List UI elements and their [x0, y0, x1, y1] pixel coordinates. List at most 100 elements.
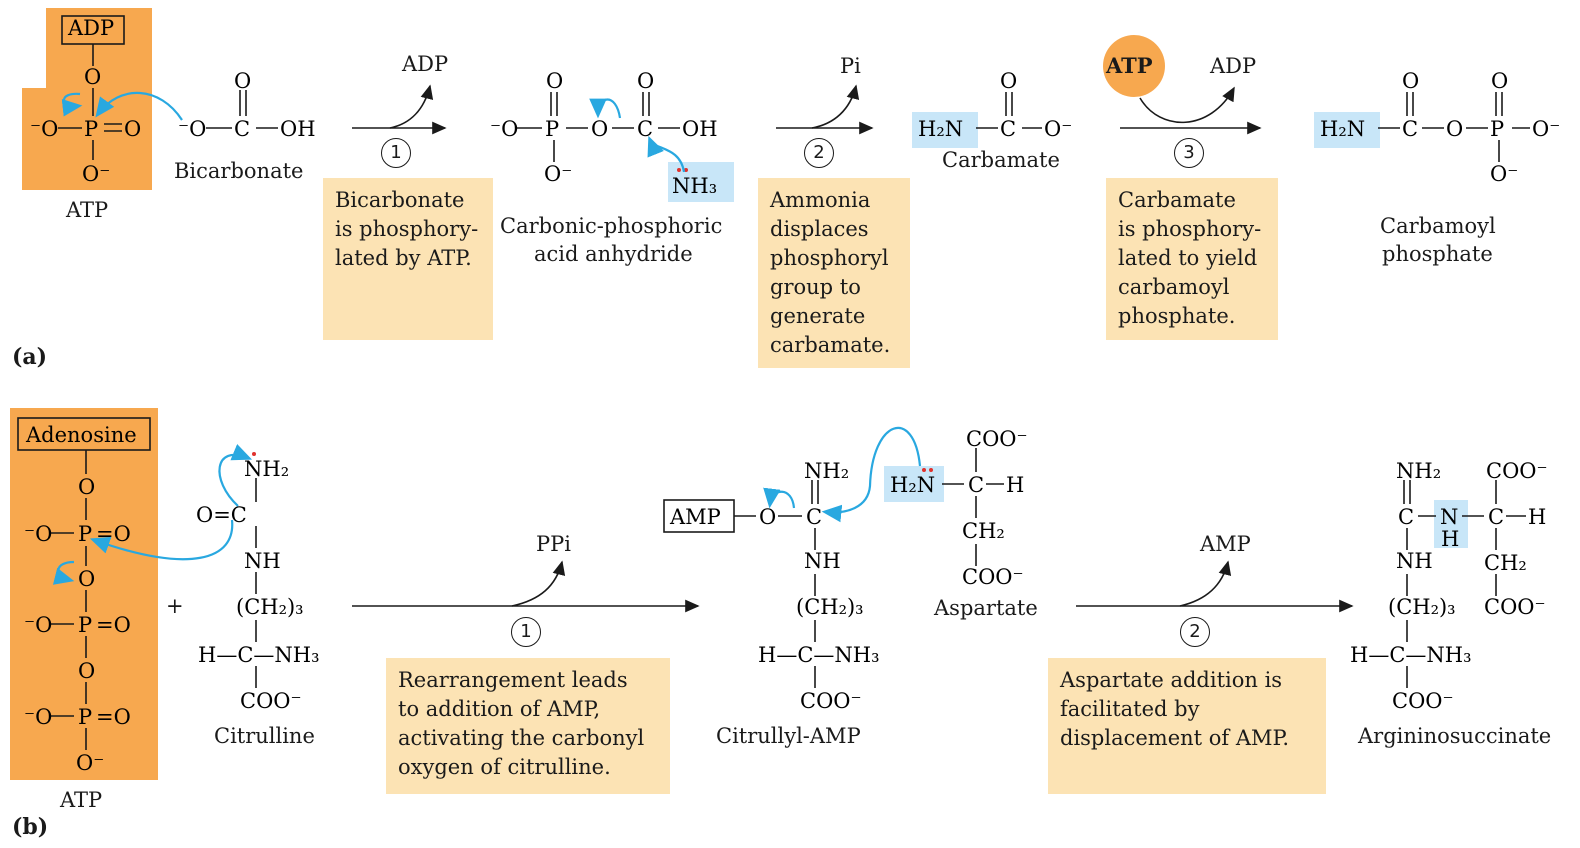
- lone-pair-b2: [922, 468, 926, 472]
- anhydride-label-line1: Carbonic-phosphoric: [500, 214, 723, 238]
- atp-b-p1: P: [78, 522, 92, 546]
- carbamoyl-o-top-c: O: [1402, 69, 1419, 93]
- bicarbonate-label: Bicarbonate: [174, 159, 304, 183]
- adp-box-label: ADP: [67, 16, 114, 40]
- anh-o-bridge: O: [591, 117, 608, 141]
- curved-arrow-atp-1: [61, 92, 83, 117]
- atp-o-minus-left: ⁻O: [30, 117, 58, 141]
- step-a3-reactant: ATP: [1106, 53, 1153, 78]
- curved-arrow-anh-1: [589, 98, 622, 119]
- cit-nh: NH: [244, 549, 281, 573]
- anh-oh: OH: [682, 117, 718, 141]
- asp-coo-top: COO⁻: [966, 427, 1028, 451]
- arg-coo-mid: COO⁻: [1484, 595, 1546, 619]
- carbamoyl-o-top-p: O: [1491, 69, 1508, 93]
- cit-h-c-nh3: H—C—NH₃: [198, 643, 320, 667]
- carbamoyl-label-line2: phosphate: [1382, 242, 1493, 266]
- carbamate-o-top: O: [1000, 69, 1017, 93]
- cit-o-eq-c: O=C: [196, 503, 247, 527]
- atp-b-o-minus-3: ⁻O: [24, 705, 52, 729]
- asp-coo-bottom: COO⁻: [962, 565, 1024, 589]
- atp-p: P: [84, 117, 98, 141]
- arg-coo-top: COO⁻: [1486, 459, 1548, 483]
- atp-o-minus-bottom: O⁻: [82, 162, 110, 186]
- cit-coo: COO⁻: [240, 689, 302, 713]
- anh-o-minus-left: ⁻O: [490, 117, 518, 141]
- anh-o-minus-bottom: O⁻: [544, 162, 572, 186]
- carbamate-o-minus: O⁻: [1044, 117, 1072, 141]
- step-b1-product: PPi: [536, 532, 571, 556]
- atp-label-a: ATP: [66, 198, 109, 222]
- step-a3-number: 3: [1174, 138, 1204, 168]
- step-b2-number: 2: [1180, 617, 1210, 647]
- curved-arrow-citrulline-attack: [89, 519, 234, 561]
- carbamate-bonds: [976, 92, 1042, 129]
- arg-h-c-nh3: H—C—NH₃: [1350, 643, 1472, 667]
- atp-b-o2: O: [78, 567, 95, 591]
- citamp-nh: NH: [804, 549, 841, 573]
- citamp-h-c-nh3: H—C—NH₃: [758, 643, 880, 667]
- atp-o1: O: [84, 65, 101, 89]
- arg-nh2: NH₂: [1396, 459, 1441, 483]
- bicarb-o-minus: ⁻O: [178, 117, 206, 141]
- citrulline-label: Citrulline: [214, 724, 315, 748]
- citamp-ch2-3: (CH₂)₃: [796, 595, 864, 619]
- adenosine-box: [17, 417, 151, 451]
- step-b1-note: Rearrangement leads to addition of AMP, …: [386, 658, 670, 794]
- citamp-nh2: NH₂: [804, 459, 849, 483]
- step-a2-branch: [811, 84, 860, 129]
- carbamoyl-o-minus-bottom: O⁻: [1490, 162, 1518, 186]
- atp-circle: [1103, 35, 1165, 97]
- carbamate-c: C: [1000, 117, 1016, 141]
- citrullyl-amp-label: Citrullyl-AMP: [716, 724, 861, 748]
- arg-c: C: [1398, 505, 1414, 529]
- step-a1-note: Bicarbonate is phosphory- lated by ATP.: [323, 178, 493, 340]
- argininosuccinate-label: Argininosuccinate: [1358, 724, 1552, 748]
- anh-o-top-c: O: [637, 69, 654, 93]
- atp-b-eq-o-2: =O: [96, 613, 131, 637]
- step-a1-branch: [389, 84, 434, 129]
- citamp-c: C: [806, 505, 822, 529]
- argininosuccinate-bonds: [1403, 480, 1526, 688]
- carbamoyl-c: C: [1402, 117, 1418, 141]
- carbamoyl-bonds: [1378, 92, 1530, 162]
- citamp-amp: AMP: [669, 505, 721, 529]
- step-b1-branch: [511, 560, 566, 607]
- atp-b-o3: O: [78, 659, 95, 683]
- atp-b-p2: P: [78, 613, 92, 637]
- cit-ch2-3: (CH₂)₃: [236, 595, 304, 619]
- plus-sign: +: [166, 594, 184, 618]
- aspartate-label: Aspartate: [934, 596, 1038, 620]
- atp-b-o-minus-2: ⁻O: [24, 613, 52, 637]
- atp-chain-bonds: [50, 450, 87, 750]
- step-a1-product: ADP: [402, 52, 449, 76]
- atp-label-b: ATP: [60, 788, 103, 812]
- atp-highlight-a: [22, 8, 152, 190]
- step-b2-product: AMP: [1200, 532, 1251, 556]
- arg-c-right: C: [1488, 505, 1504, 529]
- adenosine-label: Adenosine: [25, 423, 137, 447]
- atp-bonds-a: [58, 44, 122, 160]
- citamp-o: O: [759, 505, 776, 529]
- bicarb-o-top: O: [234, 69, 251, 93]
- arg-nh: NH: [1396, 549, 1433, 573]
- carbamate-label: Carbamate: [942, 148, 1060, 172]
- step-a3-note: Carbamate is phosphory- lated to yield c…: [1106, 178, 1278, 340]
- step-b1-number: 1: [511, 617, 541, 647]
- h2n-highlight-carbamoyl: [1314, 112, 1380, 148]
- step-a3-cosubstrate: [1139, 86, 1235, 124]
- curved-arrow-amp-leave: [763, 487, 796, 509]
- anh-nh3: NH₃: [672, 174, 717, 198]
- anhydride-bonds: [516, 92, 680, 162]
- atp-b-eq-o-3: =O: [96, 705, 131, 729]
- anh-o-top-p: O: [546, 69, 563, 93]
- atp-b-o1: O: [78, 475, 95, 499]
- bicarb-c: C: [234, 117, 250, 141]
- carbamoyl-o-bridge: O: [1446, 117, 1463, 141]
- arg-n: N: [1440, 505, 1458, 529]
- step-b2-branch: [1179, 560, 1232, 607]
- anhydride-label-line2: acid anhydride: [534, 242, 693, 266]
- atp-b-p3: P: [78, 705, 92, 729]
- nh-highlight-argininosuccinate: [1434, 500, 1468, 548]
